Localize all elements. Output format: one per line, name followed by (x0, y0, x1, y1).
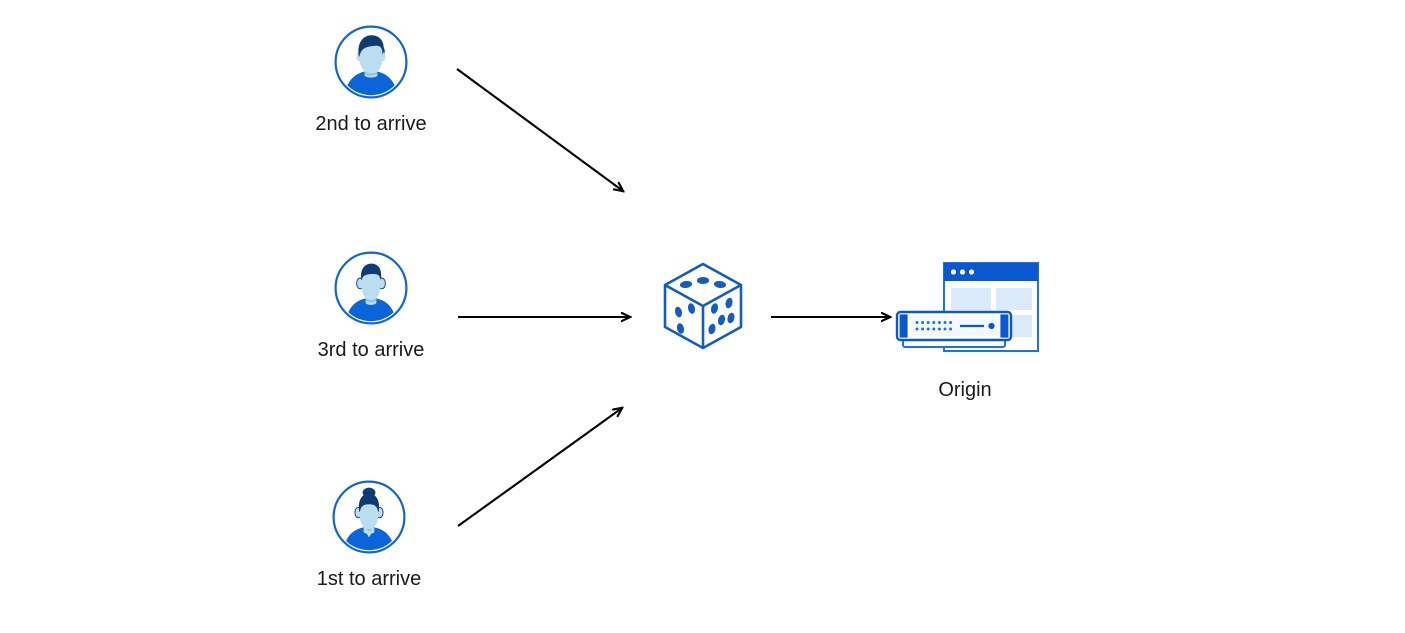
random-selector-node (645, 258, 761, 354)
user-avatar-icon (333, 24, 409, 100)
server-and-browser-icon (890, 252, 1040, 364)
client-label-3rd: 3rd to arrive (317, 339, 425, 361)
client-label-1st: 1st to arrive (316, 568, 422, 590)
client-label-2nd: 2nd to arrive (315, 113, 427, 135)
user-avatar-icon (333, 250, 409, 326)
origin-node: Origin (878, 252, 1052, 402)
client-node-2nd: 2nd to arrive (266, 24, 476, 136)
client-node-3rd: 3rd to arrive (266, 250, 476, 362)
origin-label: Origin (938, 379, 992, 401)
arrow-2nd-to-dice (456, 68, 623, 191)
arrow-1st-to-dice (457, 408, 622, 527)
server-appliance-icon (895, 310, 1013, 348)
dice-icon (657, 258, 749, 354)
user-avatar-icon (331, 479, 407, 555)
client-node-1st: 1st to arrive (264, 479, 474, 591)
